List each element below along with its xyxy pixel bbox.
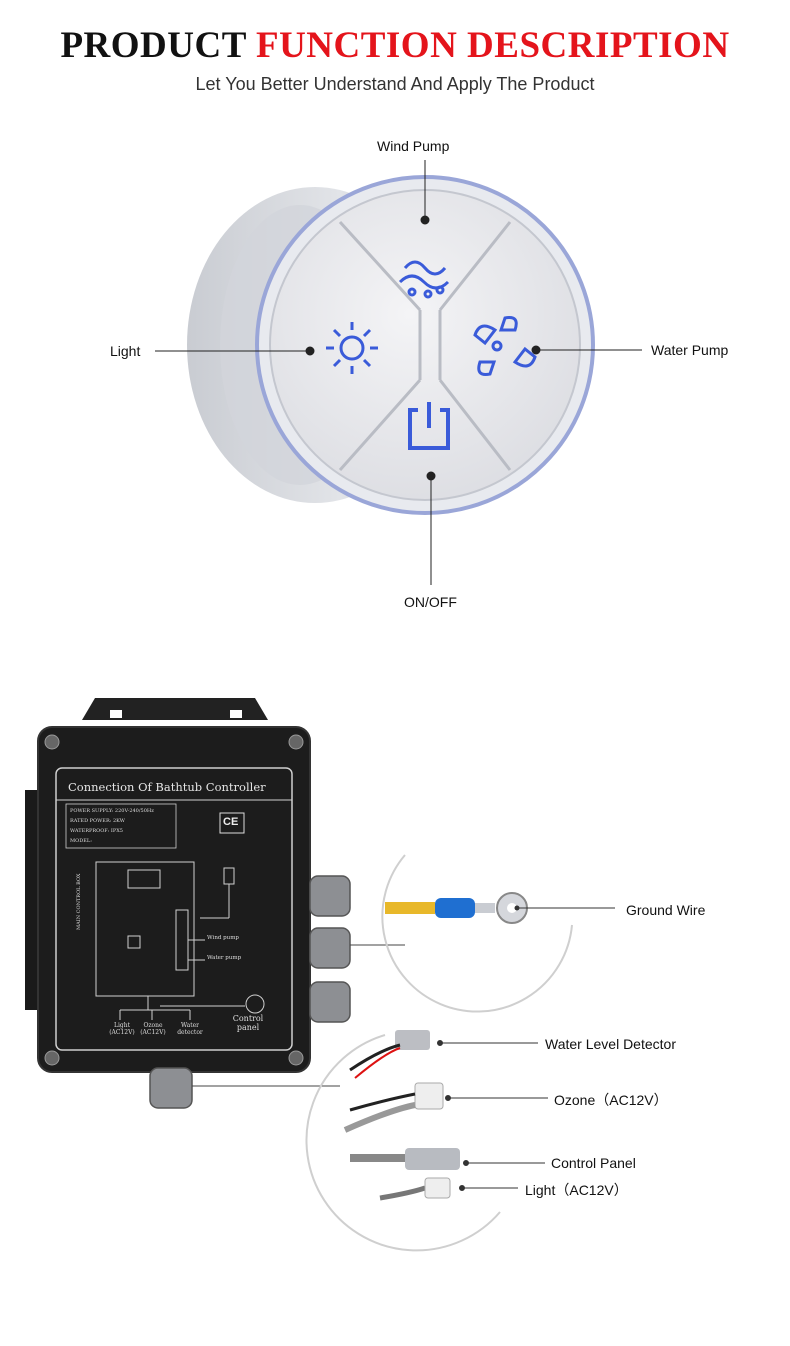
callout-control-panel: Control Panel: [551, 1155, 636, 1171]
page-subtitle: Let You Better Understand And Apply The …: [195, 74, 595, 94]
spec-row: RATED POWER: 2KW: [70, 818, 125, 824]
diagram-wind-pump: Wind pump: [207, 935, 239, 941]
diagram-water-detector: Water detector: [177, 1022, 203, 1036]
wire-harness-detail: [305, 1030, 548, 1252]
callout-water-pump: Water Pump: [651, 342, 729, 358]
controller-label-title: Connection Of Bathtub Controller: [68, 780, 266, 794]
callout-on-off: ON/OFF: [404, 594, 457, 610]
diagram-water-pump: Water pump: [207, 955, 242, 961]
water-pump-icon[interactable]: [473, 316, 537, 376]
wind-pump-icon[interactable]: [398, 260, 450, 299]
callout-light-ac12v: Light（AC12V）: [525, 1182, 628, 1198]
callout-water-level-detector: Water Level Detector: [545, 1036, 676, 1052]
spec-row: MODEL:: [70, 838, 92, 844]
power-icon[interactable]: [408, 402, 450, 450]
diagram-control-panel: Control panel: [232, 1014, 264, 1032]
diagram-light: Light (AC12V): [109, 1022, 135, 1036]
light-icon[interactable]: [326, 322, 378, 374]
callout-ozone: Ozone（AC12V）: [554, 1092, 668, 1108]
spec-rows: POWER SUPPLY: 220V-240/50Hz RATED POWER:…: [70, 806, 154, 846]
title-black: PRODUCT: [60, 25, 247, 66]
callout-light: Light: [110, 343, 141, 359]
spec-row: POWER SUPPLY: 220V-240/50Hz: [70, 808, 154, 814]
spec-row: WATERPROOF: IPX5: [70, 828, 123, 834]
page-title: PRODUCT FUNCTION DESCRIPTION: [0, 24, 790, 67]
ce-mark: CE: [223, 816, 239, 828]
callout-wind-pump: Wind Pump: [377, 138, 450, 154]
title-red: FUNCTION DESCRIPTION: [255, 25, 730, 66]
main-box-label: MAIN CONTROL BOX: [76, 873, 82, 930]
diagram-ozone: Ozone (AC12V): [140, 1022, 166, 1036]
callout-ground-wire: Ground Wire: [626, 902, 706, 918]
ground-wire-detail: [381, 854, 615, 1013]
control-panel-illustration: [155, 160, 642, 585]
